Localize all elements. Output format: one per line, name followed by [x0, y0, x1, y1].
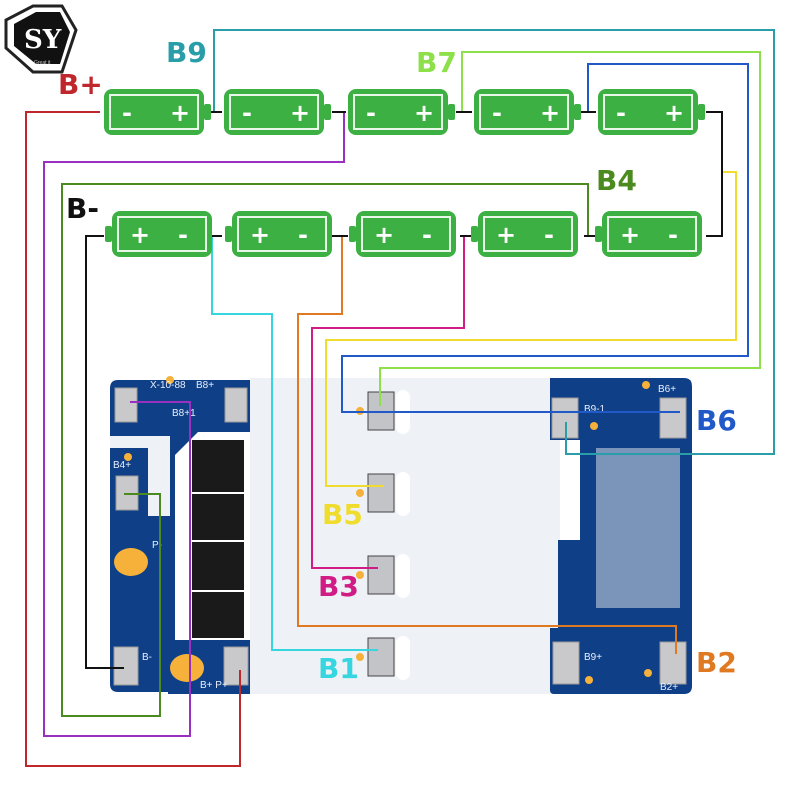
silk-b9-1: B9-1	[584, 404, 606, 415]
battery-terminal-symbol: +	[290, 99, 310, 127]
battery-cell: +-	[349, 211, 456, 257]
battery-terminal-symbol: +	[374, 221, 394, 249]
balance-resistor-array	[596, 448, 680, 608]
sy-logo: SY Great it	[4, 4, 78, 74]
mosfet-q2	[192, 542, 244, 590]
mosfet-q1	[192, 440, 244, 492]
label-b-minus: B-	[66, 192, 99, 225]
battery-terminal-symbol: +	[540, 99, 560, 127]
battery-terminal-symbol: -	[422, 221, 432, 249]
silk-b-minus: B-	[142, 652, 152, 663]
silk-b8-1: B8+1	[172, 408, 196, 419]
logo-subtext: Great it	[34, 60, 51, 66]
silk-b9-plus: B9+	[584, 652, 602, 663]
silk-b4-plus: B4+	[113, 460, 131, 471]
battery-terminal-symbol: +	[664, 99, 684, 127]
battery-terminal-symbol: +	[250, 221, 270, 249]
silk-p-minus: P-	[152, 540, 162, 551]
battery-terminal-symbol: +	[130, 221, 150, 249]
label-b2: B2	[696, 646, 737, 679]
battery-terminal-symbol: -	[242, 99, 252, 127]
mosfet-q3	[192, 494, 244, 540]
battery-terminal-symbol: -	[492, 99, 502, 127]
label-b3: B3	[318, 570, 359, 603]
label-b5: B5	[322, 498, 363, 531]
label-b7: B7	[416, 46, 457, 79]
silk-b6-plus: B6+	[658, 384, 676, 395]
silk-b-plus-p-plus: B+ P+	[200, 680, 228, 691]
wire-series-links	[208, 111, 723, 237]
battery-cell: +-	[471, 211, 578, 257]
wire-b4	[61, 183, 589, 717]
wire-b8	[43, 112, 345, 737]
battery-cell: +-	[105, 211, 212, 257]
logo-text: SY	[24, 25, 62, 55]
battery-cell: -+	[598, 89, 705, 135]
silk-b2-plus: B2+	[660, 682, 678, 693]
pcb-right: B9-1 B6+ B9+ B2+	[550, 378, 692, 694]
battery-cell: -+	[224, 89, 331, 135]
label-b1: B1	[318, 652, 359, 685]
label-b-plus: B+	[58, 68, 103, 101]
battery-cell: +-	[225, 211, 332, 257]
battery-terminal-symbol: -	[122, 99, 132, 127]
battery-terminal-symbol: -	[178, 221, 188, 249]
battery-pack: -+-+-+-+-++-+-+-+-+-	[104, 89, 705, 257]
wire-b-plus	[25, 111, 241, 767]
wire-b-minus	[85, 235, 124, 669]
battery-terminal-symbol: -	[668, 221, 678, 249]
battery-terminal-symbol: -	[616, 99, 626, 127]
silk-b8-plus: B8+	[196, 380, 214, 391]
pcb-middle-pads	[356, 390, 410, 680]
battery-terminal-symbol: +	[620, 221, 640, 249]
battery-terminal-symbol: +	[496, 221, 516, 249]
battery-cell: -+	[474, 89, 581, 135]
wire-b1	[211, 236, 378, 651]
label-b4: B4	[596, 164, 637, 197]
battery-terminal-symbol: -	[366, 99, 376, 127]
wire-b5	[325, 171, 737, 487]
label-b6: B6	[696, 404, 737, 437]
pcb-left: B8+ X-10-88 B8+1 B4+ P- B- B+ P+	[110, 376, 250, 694]
battery-terminal-symbol: +	[414, 99, 434, 127]
wire-b3	[311, 236, 465, 569]
wires	[25, 29, 775, 767]
wire-b9	[213, 29, 775, 455]
wire-b2	[297, 236, 677, 654]
wire-b7	[379, 51, 761, 406]
wire-b6	[341, 63, 749, 413]
label-b9: B9	[166, 36, 207, 69]
battery-cell: -+	[348, 89, 455, 135]
silk-code: X-10-88	[150, 380, 186, 391]
battery-cell: -+	[104, 89, 211, 135]
battery-cell: +-	[595, 211, 702, 257]
mosfet-q4	[192, 592, 244, 638]
battery-terminal-symbol: -	[298, 221, 308, 249]
battery-terminal-symbol: -	[544, 221, 554, 249]
battery-terminal-symbol: +	[170, 99, 190, 127]
